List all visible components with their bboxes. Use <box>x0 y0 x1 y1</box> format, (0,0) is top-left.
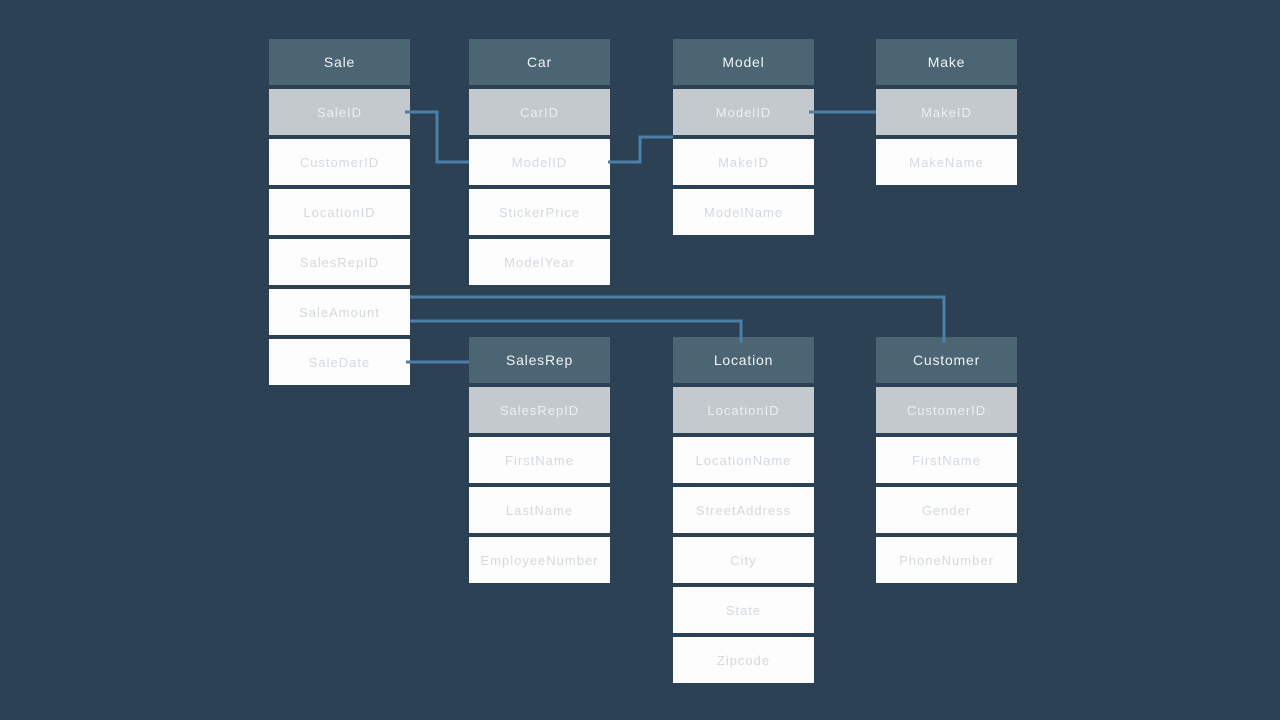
table-salesrep: SalesRep SalesRepID FirstName LastName E… <box>469 337 610 587</box>
table-car-title: Car <box>469 39 610 85</box>
field-salesrep-employeenumber: EmployeeNumber <box>469 537 610 583</box>
field-sale-saledate: SaleDate <box>269 339 410 385</box>
field-car-stickerprice: StickerPrice <box>469 189 610 235</box>
field-location-streetaddress: StreetAddress <box>673 487 814 533</box>
field-model-makeid: MakeID <box>673 139 814 185</box>
table-make: Make MakeID MakeName <box>876 39 1017 189</box>
field-customer-customerid: CustomerID <box>876 387 1017 433</box>
field-location-state: State <box>673 587 814 633</box>
table-make-title: Make <box>876 39 1017 85</box>
table-sale: Sale SaleID CustomerID LocationID SalesR… <box>269 39 410 389</box>
field-customer-gender: Gender <box>876 487 1017 533</box>
field-make-makename: MakeName <box>876 139 1017 185</box>
table-salesrep-title: SalesRep <box>469 337 610 383</box>
field-location-locationname: LocationName <box>673 437 814 483</box>
field-car-carid: CarID <box>469 89 610 135</box>
field-location-city: City <box>673 537 814 583</box>
field-salesrep-salesrepid: SalesRepID <box>469 387 610 433</box>
connector-sale-car <box>405 110 469 164</box>
table-car: Car CarID ModelID StickerPrice ModelYear <box>469 39 610 289</box>
field-location-zipcode: Zipcode <box>673 637 814 683</box>
field-sale-salesrepid: SalesRepID <box>269 239 410 285</box>
table-location: Location LocationID LocationName StreetA… <box>673 337 814 687</box>
table-sale-title: Sale <box>269 39 410 85</box>
field-salesrep-firstname: FirstName <box>469 437 610 483</box>
table-customer: Customer CustomerID FirstName Gender Pho… <box>876 337 1017 587</box>
field-salesrep-lastname: LastName <box>469 487 610 533</box>
table-customer-title: Customer <box>876 337 1017 383</box>
table-location-title: Location <box>673 337 814 383</box>
field-car-modelyear: ModelYear <box>469 239 610 285</box>
field-location-locationid: LocationID <box>673 387 814 433</box>
table-model-title: Model <box>673 39 814 85</box>
field-customer-firstname: FirstName <box>876 437 1017 483</box>
field-sale-locationid: LocationID <box>269 189 410 235</box>
field-sale-saleamount: SaleAmount <box>269 289 410 335</box>
field-model-modelid: ModelID <box>673 89 814 135</box>
field-make-makeid: MakeID <box>876 89 1017 135</box>
field-sale-saleid: SaleID <box>269 89 410 135</box>
table-model: Model ModelID MakeID ModelName <box>673 39 814 239</box>
field-customer-phonenumber: PhoneNumber <box>876 537 1017 583</box>
field-car-modelid: ModelID <box>469 139 610 185</box>
field-model-modelname: ModelName <box>673 189 814 235</box>
field-sale-customerid: CustomerID <box>269 139 410 185</box>
connector-car-model <box>608 135 673 164</box>
